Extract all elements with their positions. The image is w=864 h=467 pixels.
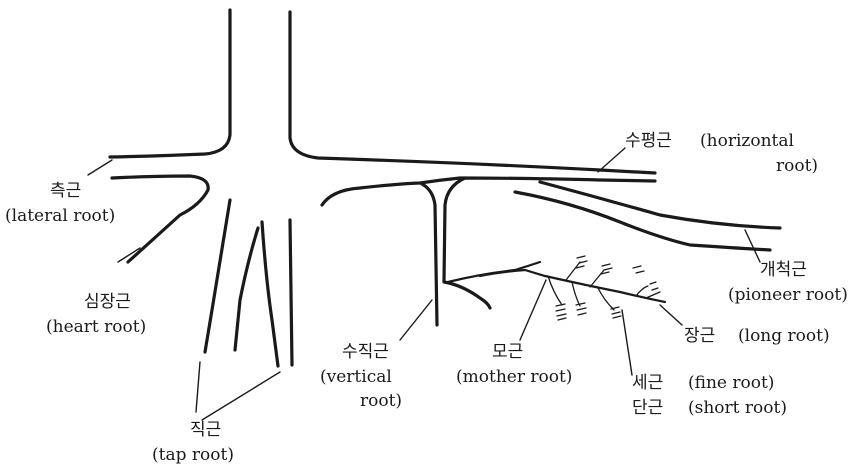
long-root-label-ko: 장근 <box>684 326 715 346</box>
pioneer-root <box>515 182 780 250</box>
vertical-root-label-en-1: (vertical <box>320 367 392 387</box>
vertical-root <box>422 178 490 325</box>
mother-root-label-ko: 모근 <box>492 342 523 362</box>
fine-root-label-en: (fine root) <box>688 373 774 393</box>
mother-root <box>448 256 665 320</box>
fine-root-label-ko: 세근 <box>632 373 663 393</box>
vertical-root-label-en-2: root) <box>360 391 402 411</box>
long-root-label-en: (long root) <box>738 326 830 346</box>
lateral-root-label-ko: 측근 <box>50 181 81 201</box>
tap-root <box>290 220 292 365</box>
horizontal-root-label-ko: 수평근 <box>625 131 672 151</box>
trunk <box>110 10 655 262</box>
heart-root-label-ko: 심장근 <box>84 292 131 312</box>
horizontal-root-label-en-2: root) <box>776 156 818 176</box>
vertical-root-label-ko: 수직근 <box>342 342 389 362</box>
heart-root-label-en: (heart root) <box>46 317 146 337</box>
mother-root-label-en: (mother root) <box>456 367 572 387</box>
short-root-label-ko: 단근 <box>632 398 663 418</box>
heart-roots <box>205 200 278 366</box>
pioneer-root-label-ko: 개척근 <box>760 260 807 280</box>
tap-root-label-en: (tap root) <box>152 445 234 465</box>
horizontal-root-label-en-1: (horizontal <box>700 131 794 151</box>
short-root-label-en: (short root) <box>688 398 787 418</box>
lateral-root-label-en: (lateral root) <box>5 206 115 226</box>
pioneer-root-label-en: (pioneer root) <box>728 285 848 305</box>
tap-root-label-ko: 직근 <box>190 420 221 440</box>
